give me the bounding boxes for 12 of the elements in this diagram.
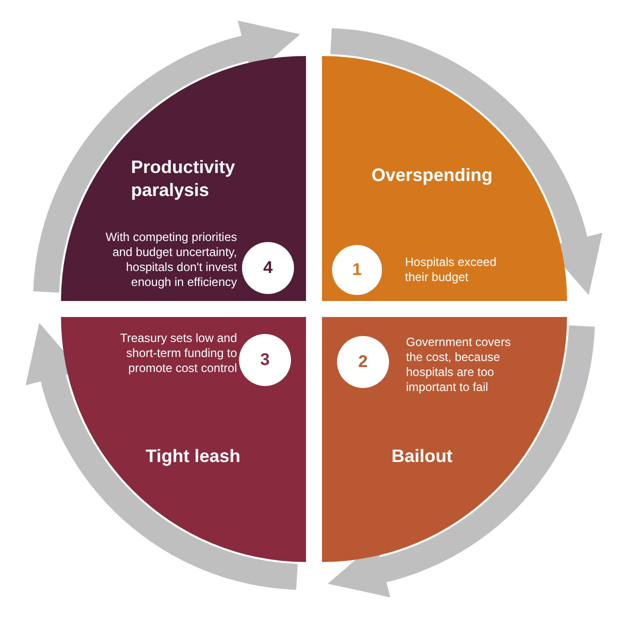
stage-title: Productivity paralysis [131, 156, 236, 202]
stage-title: Overspending [370, 164, 494, 187]
stage-description: Government covers the cost, because hospitals are too important to fail [406, 335, 512, 395]
stage-description: Hospitals exceed their budget [405, 255, 498, 285]
stage-title: Tight leash [144, 445, 242, 468]
quadrant-segment [322, 56, 567, 301]
stage-description: With competing priorities and budget uncertainty, hospitals don't invest enough in efficiency [104, 230, 237, 290]
quadrant-segment [61, 317, 306, 562]
stage-title: Bailout [390, 445, 454, 468]
quadrant-segment [322, 317, 567, 562]
stage-description: Treasury sets low and short-term funding to promote cost control [119, 331, 237, 376]
quadrant-segment [61, 56, 306, 301]
